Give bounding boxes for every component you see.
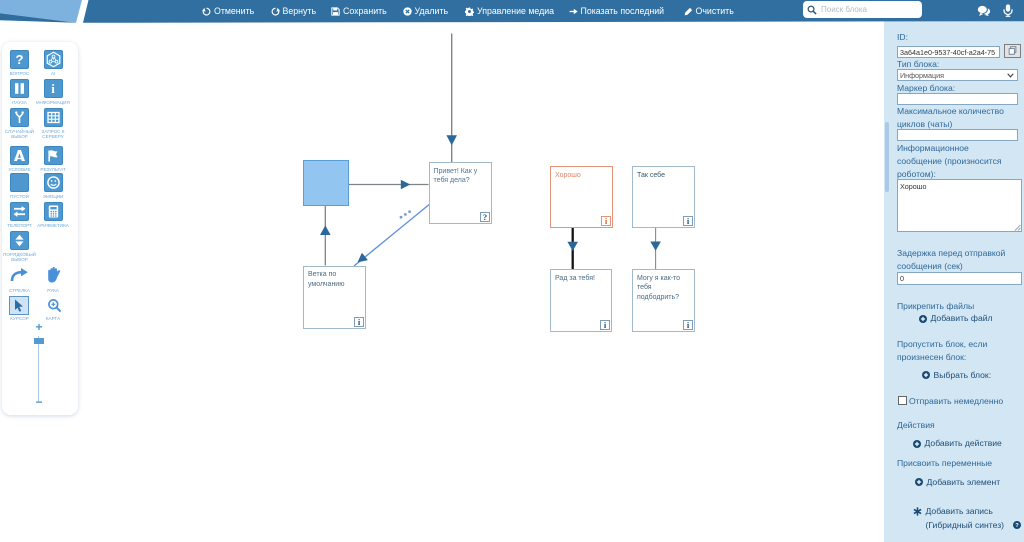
svg-text:?: ?: [1015, 523, 1019, 529]
